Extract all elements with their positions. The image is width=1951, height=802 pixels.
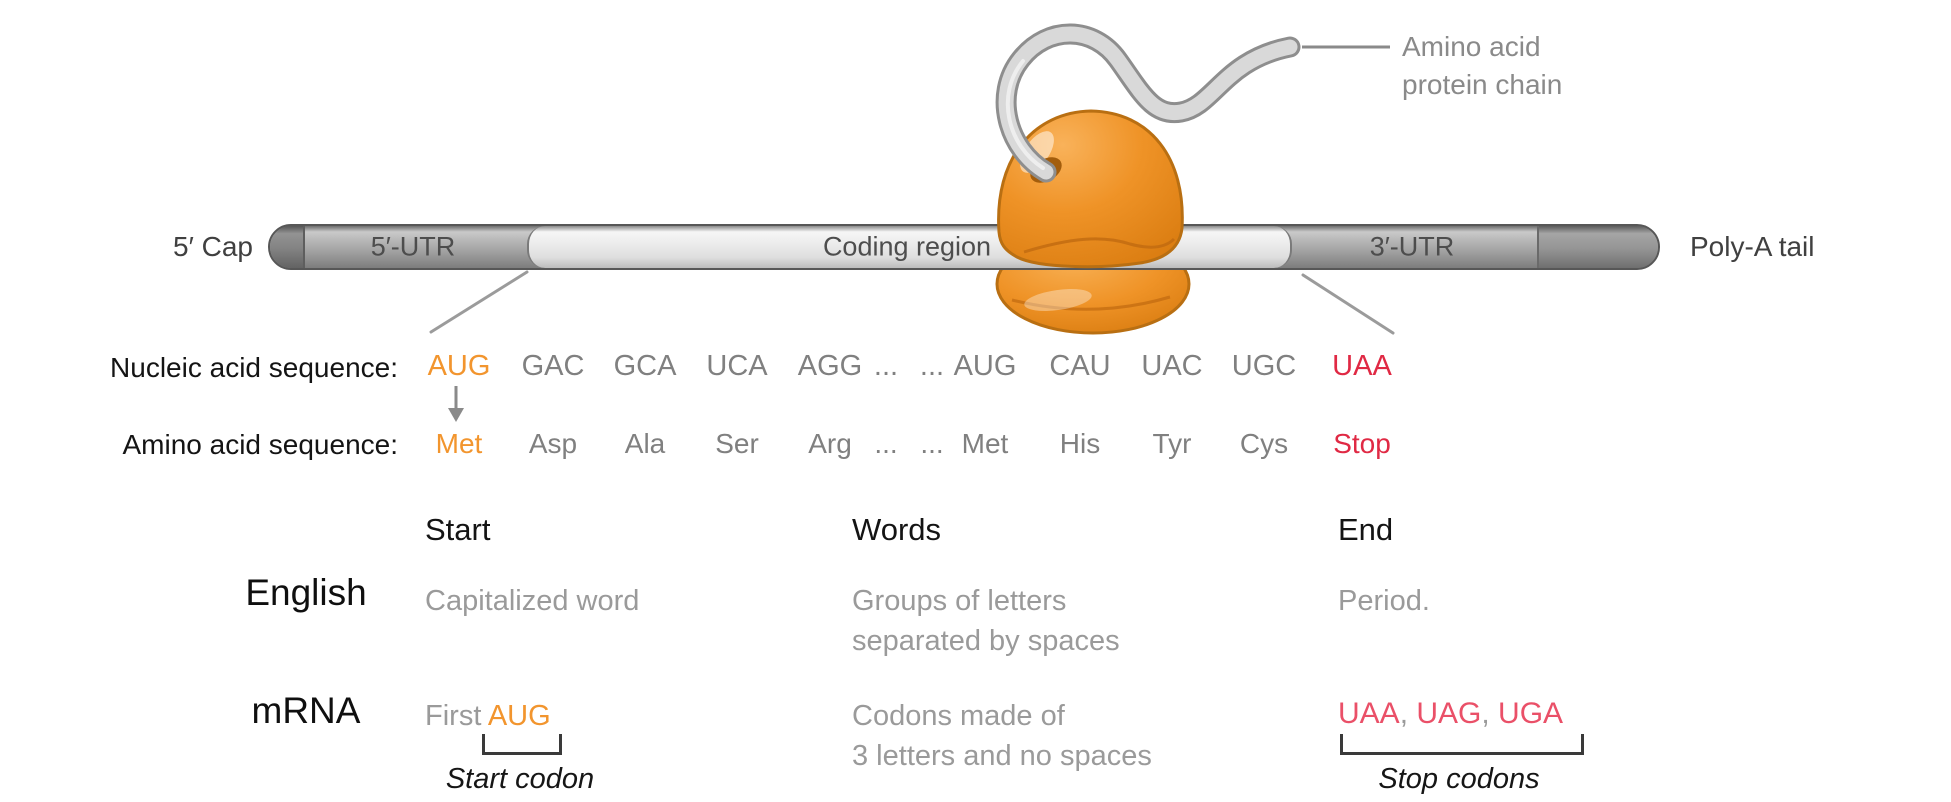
english-start-cell: Capitalized word (425, 585, 640, 617)
codon-cell: UAA (1332, 350, 1392, 382)
mrna-words-cell: Codons made of 3 letters and no spaces (852, 700, 1152, 772)
utr3-label: 3′-UTR (1369, 231, 1455, 262)
english-end-cell: Period. (1338, 585, 1430, 617)
amino-cell: Asp (528, 428, 578, 459)
codon-cell: ... (919, 350, 945, 382)
stop-codon-separator: , (1481, 697, 1499, 730)
codon-cell: AGG (797, 350, 863, 382)
five-prime-cap-segment (270, 226, 305, 268)
stop-codon-separator: , (1399, 697, 1417, 730)
stop-codons-caption: Stop codons (1378, 763, 1540, 795)
amino-cell: Met (435, 428, 483, 459)
protein-chain-label: Amino acid protein chain (1402, 31, 1563, 100)
nucleic-acid-sequence-label: Nucleic acid sequence: (110, 352, 398, 383)
amino-cell: ... (920, 428, 944, 459)
mrna-start-cell: First AUG (425, 696, 551, 736)
first-text: First (425, 700, 482, 732)
amino-cell: Tyr (1152, 428, 1192, 459)
amino-cell: Ser (715, 428, 759, 459)
poly-a-tail-label: Poly-A tail (1690, 231, 1815, 262)
stop-codon: UAA (1338, 697, 1400, 730)
english-words-cell: Groups of letters separated by spaces (852, 585, 1120, 657)
poly-a-tail-segment (1537, 226, 1658, 268)
utr5-label: 5′-UTR (370, 231, 456, 262)
codon-cell: CAU (1049, 350, 1111, 382)
left-connector-line (429, 270, 529, 334)
codon-cell: UAC (1141, 350, 1203, 382)
codon-to-amino-arrow (448, 386, 464, 422)
coding-region-label: Coding region (822, 231, 992, 262)
codon-cell: UGC (1231, 350, 1297, 382)
start-codon-bracket (482, 734, 562, 755)
amino-cell: His (1059, 428, 1101, 459)
stop-codon: UGA (1498, 697, 1564, 730)
codon-cell: AUG (953, 350, 1017, 382)
first-aug-codon: AUG (487, 700, 551, 732)
mrna-stop-codons-cell: UAA, UAG, UGA (1338, 694, 1563, 734)
amino-cell: Cys (1239, 428, 1289, 459)
codon-cell: AUG (427, 350, 491, 382)
row-label-mrna: mRNA (251, 690, 361, 731)
amino-cell: ... (874, 428, 898, 459)
right-connector-line (1301, 273, 1395, 335)
protein-chain-graphic (995, 23, 1301, 183)
amino-cell: Met (961, 428, 1009, 459)
five-prime-cap-label: 5′ Cap (173, 231, 253, 262)
header-words: Words (852, 512, 942, 547)
row-label-english: English (245, 572, 367, 613)
amino-cell: Ala (624, 428, 666, 459)
header-end: End (1338, 512, 1394, 547)
amino-cell: Stop (1333, 428, 1391, 459)
stop-codons-bracket (1340, 734, 1584, 755)
stop-codon: UAG (1416, 697, 1482, 730)
codon-cell: GAC (521, 350, 585, 382)
amino-acid-sequence-label: Amino acid sequence: (122, 429, 398, 460)
codon-cell: GCA (613, 350, 677, 382)
amino-cell: Arg (808, 428, 852, 459)
codon-cell: UCA (706, 350, 768, 382)
codon-cell: ... (873, 350, 899, 382)
header-start: Start (425, 512, 491, 547)
start-codon-caption: Start codon (445, 763, 595, 795)
